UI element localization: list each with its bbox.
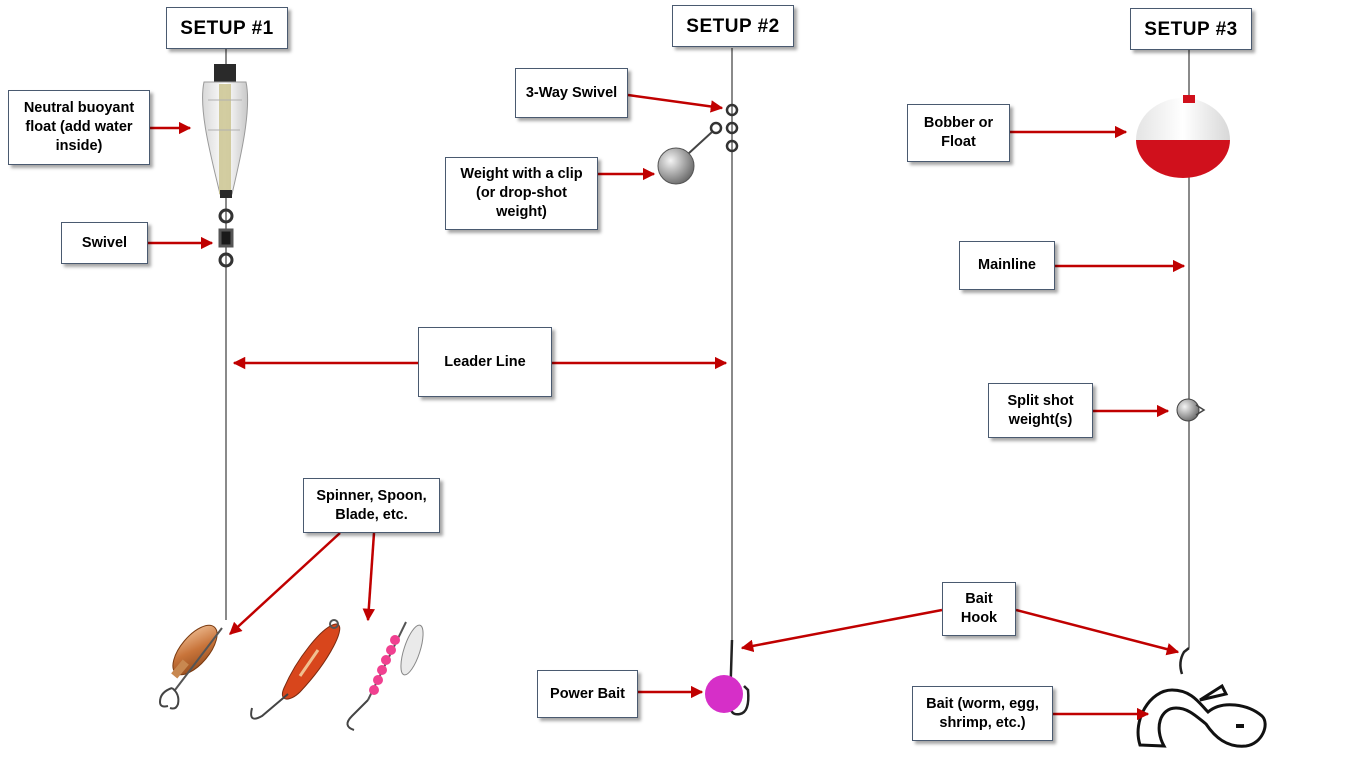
label-weight-clip: Weight with a clip (or drop-shot weight) (445, 157, 598, 230)
spoon-lure-icon (250, 619, 341, 720)
label-swivel: Swivel (61, 222, 148, 264)
neutral-float-icon (202, 64, 249, 198)
arrow-hook-left (740, 608, 943, 653)
worm-bait-icon (1136, 683, 1267, 748)
bobber-icon (1136, 95, 1230, 178)
label-power-bait: Power Bait (537, 670, 638, 718)
spinner-lure-icon (158, 624, 223, 710)
label-neutral-float: Neutral buoyant float (add water inside) (8, 90, 150, 165)
label-bait: Bait (worm, egg, shrimp, etc.) (912, 686, 1053, 741)
setup3-title: SETUP #3 (1130, 8, 1252, 50)
label-mainline: Mainline (959, 241, 1055, 290)
label-split-shot: Split shot weight(s) (988, 383, 1093, 438)
setup2-title: SETUP #2 (672, 5, 794, 47)
blade-lure-icon (346, 621, 424, 731)
arrows (148, 93, 1186, 721)
setup1-title: SETUP #1 (166, 7, 288, 49)
label-bait-hook: Bait Hook (942, 582, 1016, 636)
swivel-icon (218, 208, 234, 268)
bait-hook-icon-3 (1179, 647, 1190, 675)
label-three-way-swivel: 3-Way Swivel (515, 68, 628, 118)
label-bobber: Bobber or Float (907, 104, 1010, 162)
arrow-spinner-1 (229, 532, 341, 635)
weight-icon (657, 147, 695, 185)
arrow-spinner-2 (362, 532, 376, 622)
three-way-swivel-icon (709, 103, 739, 153)
split-shot-icon (1176, 398, 1206, 422)
arrow-hook-right (1015, 608, 1180, 656)
power-bait-icon (705, 675, 743, 713)
label-leader-line: Leader Line (418, 327, 552, 397)
label-spinner: Spinner, Spoon, Blade, etc. (303, 478, 440, 533)
arrow-3way (627, 93, 724, 113)
